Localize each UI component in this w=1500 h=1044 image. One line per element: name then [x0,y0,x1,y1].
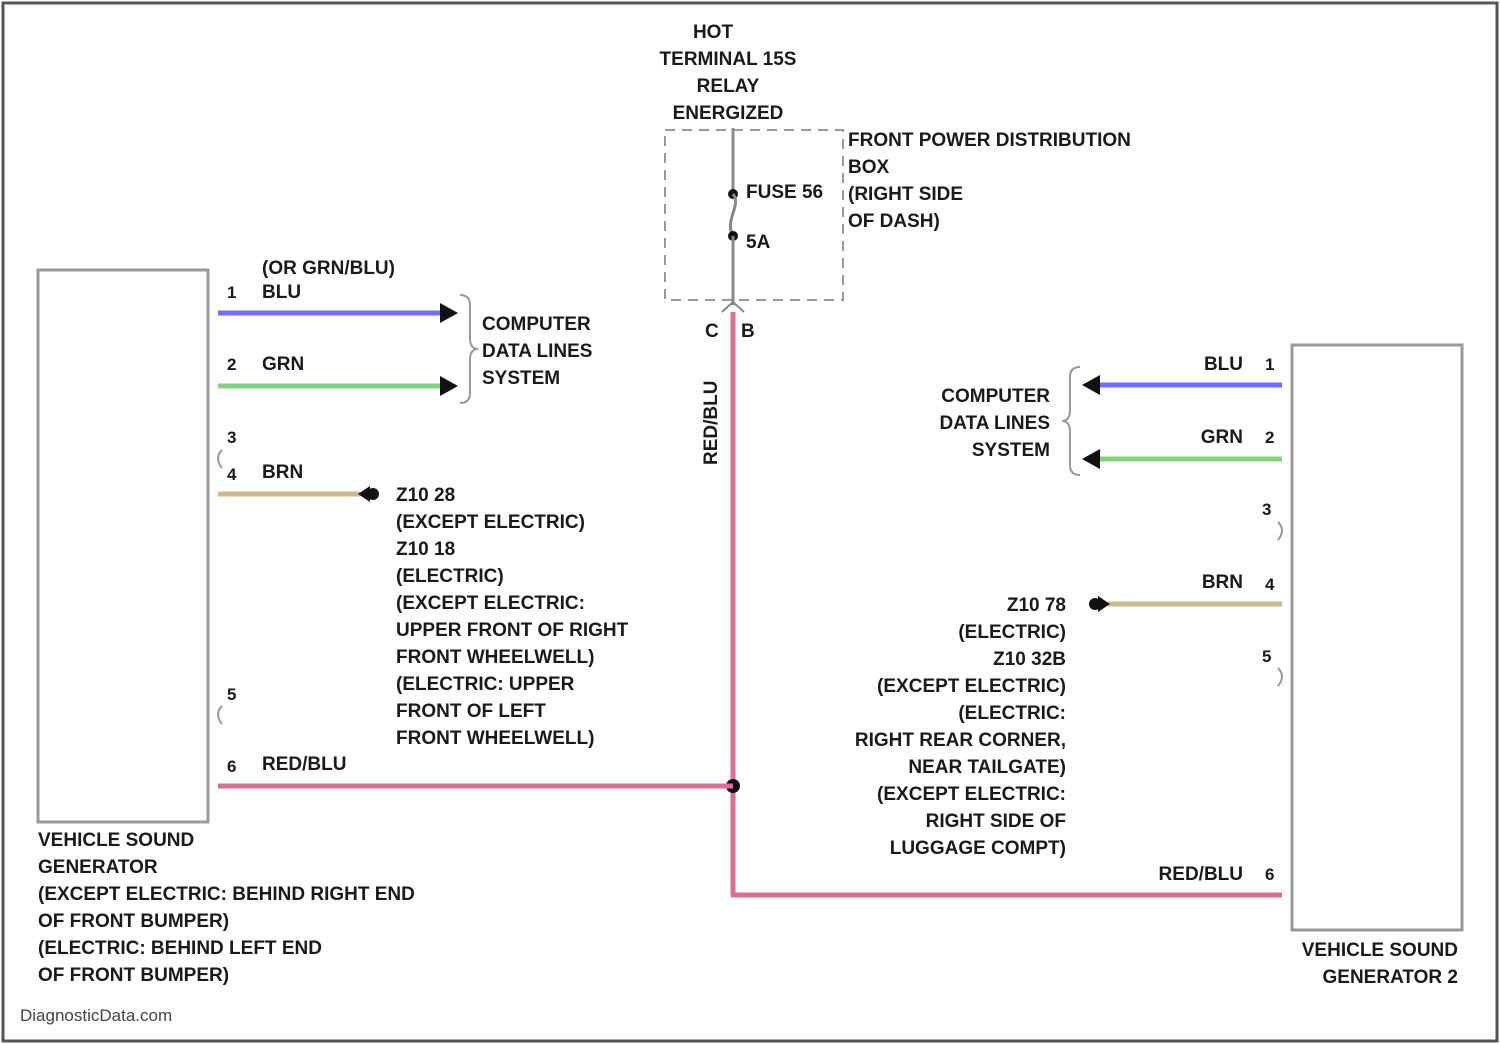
left-wire-4-color: BRN [262,462,303,483]
left-ground-line-1: Z10 28 [396,485,455,506]
right-ground-line-7: NEAR TAILGATE) [908,757,1066,778]
left-pin-3-num: 3 [227,428,236,447]
right-pin-2-num: 2 [1265,428,1274,447]
left-ground-line-7: FRONT WHEELWELL) [396,647,594,668]
left-data-system-3: SYSTEM [482,368,560,389]
right-data-system-1: COMPUTER [941,386,1050,407]
vertical-wire-label: RED/BLU [701,381,722,465]
right-ground-line-2: (ELECTRIC) [958,622,1066,643]
right-ground-line-6: RIGHT REAR CORNER, [855,730,1066,751]
left-ground-line-6: UPPER FRONT OF RIGHT [396,620,629,641]
left-wire-1-color: BLU [262,282,301,303]
left-title-6: OF FRONT BUMPER) [38,965,229,986]
left-wire-1-alt-color: (OR GRN/BLU) [262,258,395,279]
connector-label-c: C [705,321,719,342]
right-wire-1-color: BLU [1204,354,1243,375]
hot-line-1: HOT [693,22,734,43]
pdb-line-4: OF DASH) [848,211,940,232]
left-data-system-2: DATA LINES [482,341,592,362]
left-sound-generator-box [38,270,208,822]
right-pin-6-num: 6 [1265,865,1274,884]
right-ground-line-10: LUGGAGE COMPT) [890,838,1066,859]
right-ground-dot [1089,598,1101,610]
left-ground-dot [367,488,379,500]
right-pin-4-num: 4 [1265,575,1275,594]
left-wire-2-color: GRN [262,354,304,375]
right-wire-6-color: RED/BLU [1159,864,1243,885]
left-pin-2-num: 2 [227,355,236,374]
left-ground-line-4: (ELECTRIC) [396,566,504,587]
fuse-rating: 5A [746,232,771,253]
right-pin-3-num: 3 [1262,500,1271,519]
fuse-name: FUSE 56 [746,182,823,203]
source-watermark: DiagnosticData.com [20,1006,172,1025]
pdb-line-1: FRONT POWER DISTRIBUTION [848,130,1131,151]
left-ground-line-9: FRONT OF LEFT [396,701,546,722]
pdb-line-2: BOX [848,157,890,178]
connector-label-b: B [741,321,755,342]
right-wire-2-color: GRN [1201,427,1243,448]
left-ground-line-5: (EXCEPT ELECTRIC: [396,593,585,614]
hot-line-2: TERMINAL 15S [660,49,797,70]
left-ground-line-3: Z10 18 [396,539,455,560]
right-title-2: GENERATOR 2 [1323,967,1459,988]
left-title-2: GENERATOR [38,857,158,878]
left-title-5: (ELECTRIC: BEHIND LEFT END [38,938,322,959]
right-sound-generator-box [1292,345,1462,930]
left-ground-line-2: (EXCEPT ELECTRIC) [396,512,585,533]
hot-line-4: ENERGIZED [673,103,784,124]
right-ground-line-8: (EXCEPT ELECTRIC: [877,784,1066,805]
pdb-line-3: (RIGHT SIDE [848,184,963,205]
right-data-system-2: DATA LINES [940,413,1050,434]
right-title-1: VEHICLE SOUND [1302,940,1458,961]
left-title-3: (EXCEPT ELECTRIC: BEHIND RIGHT END [38,884,415,905]
right-ground-line-5: (ELECTRIC: [958,703,1066,724]
left-pin-1-num: 1 [227,283,236,302]
right-pin-5-num: 5 [1262,647,1271,666]
left-title-1: VEHICLE SOUND [38,830,194,851]
left-ground-line-10: FRONT WHEELWELL) [396,728,594,749]
left-title-4: OF FRONT BUMPER) [38,911,229,932]
right-ground-line-4: (EXCEPT ELECTRIC) [877,676,1066,697]
left-pin-5-num: 5 [227,685,236,704]
right-ground-line-3: Z10 32B [993,649,1066,670]
right-ground-line-1: Z10 78 [1007,595,1066,616]
right-data-system-3: SYSTEM [972,440,1050,461]
left-pin-4-num: 4 [227,465,237,484]
right-pin-1-num: 1 [1265,355,1274,374]
left-data-system-1: COMPUTER [482,314,591,335]
left-wire-6-color: RED/BLU [262,754,346,775]
right-ground-line-9: RIGHT SIDE OF [926,811,1066,832]
right-wire-4-color: BRN [1202,572,1243,593]
hot-line-3: RELAY [697,76,760,97]
left-pin-6-num: 6 [227,757,236,776]
left-ground-line-8: (ELECTRIC: UPPER [396,674,575,695]
